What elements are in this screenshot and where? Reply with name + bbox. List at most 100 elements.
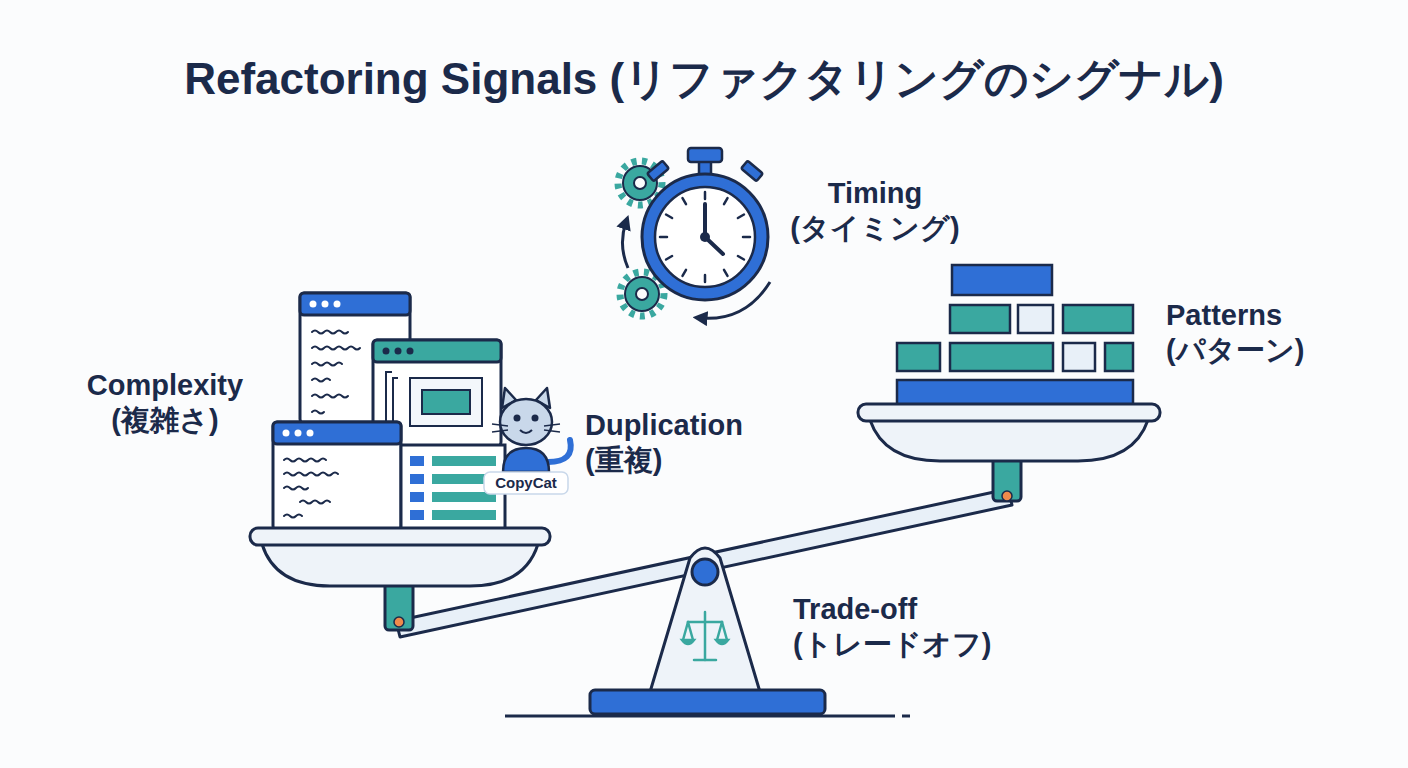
code-window [312, 379, 330, 382]
code-window [284, 515, 302, 518]
stopwatch-icon [741, 161, 763, 182]
gear-icon [625, 277, 659, 311]
code-window [383, 348, 390, 355]
pattern-blocks [1105, 343, 1133, 371]
scale-icon [682, 612, 728, 660]
code-window [300, 293, 410, 315]
cat-mascot [492, 424, 560, 432]
data-table [410, 456, 424, 466]
scale-icon [722, 622, 727, 640]
code-window [300, 501, 330, 504]
code-window [310, 301, 317, 308]
balance-scale [692, 559, 718, 585]
cat-mascot [520, 430, 532, 433]
data-table [410, 510, 424, 520]
signal-label: Patterns (パターン) [1166, 298, 1366, 369]
code-window [312, 331, 348, 334]
code-window [273, 422, 401, 444]
clock-tick [660, 236, 667, 239]
diagram-title: Refactoring Signals (リファクタリングのシグナル) [0, 50, 1408, 109]
cat-mascot [532, 415, 539, 422]
data-table [410, 474, 424, 484]
cat-mascot [500, 399, 552, 445]
stopwatch-icon [688, 148, 722, 162]
code-window [322, 301, 329, 308]
cat-mascot [492, 430, 508, 432]
pattern-blocks [897, 380, 1133, 405]
scale-pan [250, 528, 550, 586]
pattern-blocks [1063, 305, 1133, 333]
signal-label: Trade-off (トレードオフ) [793, 592, 1023, 663]
scale-icon [704, 612, 707, 660]
code-window [373, 340, 501, 362]
pattern-blocks [1063, 343, 1095, 371]
scale-pan [870, 420, 1148, 461]
data-table [432, 510, 496, 520]
clock-tick [683, 270, 687, 276]
badge-label: CopyCat [480, 474, 572, 492]
signal-label: Timing (タイミング) [765, 176, 985, 247]
clock-tick [704, 192, 707, 199]
signal-label: Duplication (重複) [585, 408, 805, 479]
scale-pan [858, 404, 1160, 461]
signal-label: Complexity (複雑さ) [55, 368, 275, 439]
clock-tick [724, 198, 728, 204]
code-window [312, 395, 348, 398]
balance-scale [1002, 491, 1012, 501]
scale-icon [688, 621, 722, 624]
balance-scale [590, 690, 825, 714]
code-window [312, 331, 360, 414]
gear-icon [636, 288, 648, 300]
code-window [395, 348, 402, 355]
code-window [407, 348, 414, 355]
pattern-blocks [897, 265, 1133, 405]
code-window [410, 378, 482, 426]
stopwatch-icon [700, 232, 710, 242]
pattern-blocks [950, 343, 1053, 371]
code-window [273, 422, 401, 530]
cat-mascot [548, 440, 571, 462]
clock-tick [743, 236, 750, 239]
gear-icon [634, 177, 646, 189]
balance-scale [394, 617, 404, 627]
pattern-blocks [952, 265, 1052, 295]
clock-tick [660, 192, 750, 282]
clock-tick [724, 270, 728, 276]
cat-mascot [514, 415, 521, 422]
pattern-blocks [950, 305, 1010, 333]
code-window [312, 411, 324, 414]
clock-tick [666, 215, 672, 219]
stopwatch-icon [655, 187, 755, 287]
code-window [334, 301, 341, 308]
clock-tick [738, 256, 744, 260]
stopwatch-icon [647, 161, 669, 182]
scale-pan [250, 528, 550, 545]
clock-tick [683, 198, 687, 204]
cat-mascot [492, 424, 508, 426]
balance-scale [902, 715, 910, 718]
scale-icon [717, 622, 722, 640]
stopwatch-icon [622, 222, 628, 268]
cat-mascot [503, 448, 549, 472]
code-window [284, 487, 308, 490]
code-window [307, 430, 314, 437]
code-window [284, 459, 326, 462]
scale-icon [694, 659, 716, 662]
code-window [393, 378, 398, 426]
cat-mascot [544, 424, 560, 426]
cat-mascot [544, 430, 560, 432]
data-table [432, 456, 496, 466]
balance-scale [650, 548, 760, 692]
scale-pan [262, 544, 538, 586]
stopwatch-icon [642, 174, 768, 300]
scale-icon [688, 622, 693, 640]
scale-pan [858, 404, 1160, 421]
data-table [410, 492, 424, 502]
stopwatch-icon [618, 148, 770, 318]
scale-icon [683, 622, 688, 640]
clock-tick [738, 215, 744, 219]
clock-tick [704, 275, 707, 282]
pattern-blocks [1018, 305, 1053, 333]
